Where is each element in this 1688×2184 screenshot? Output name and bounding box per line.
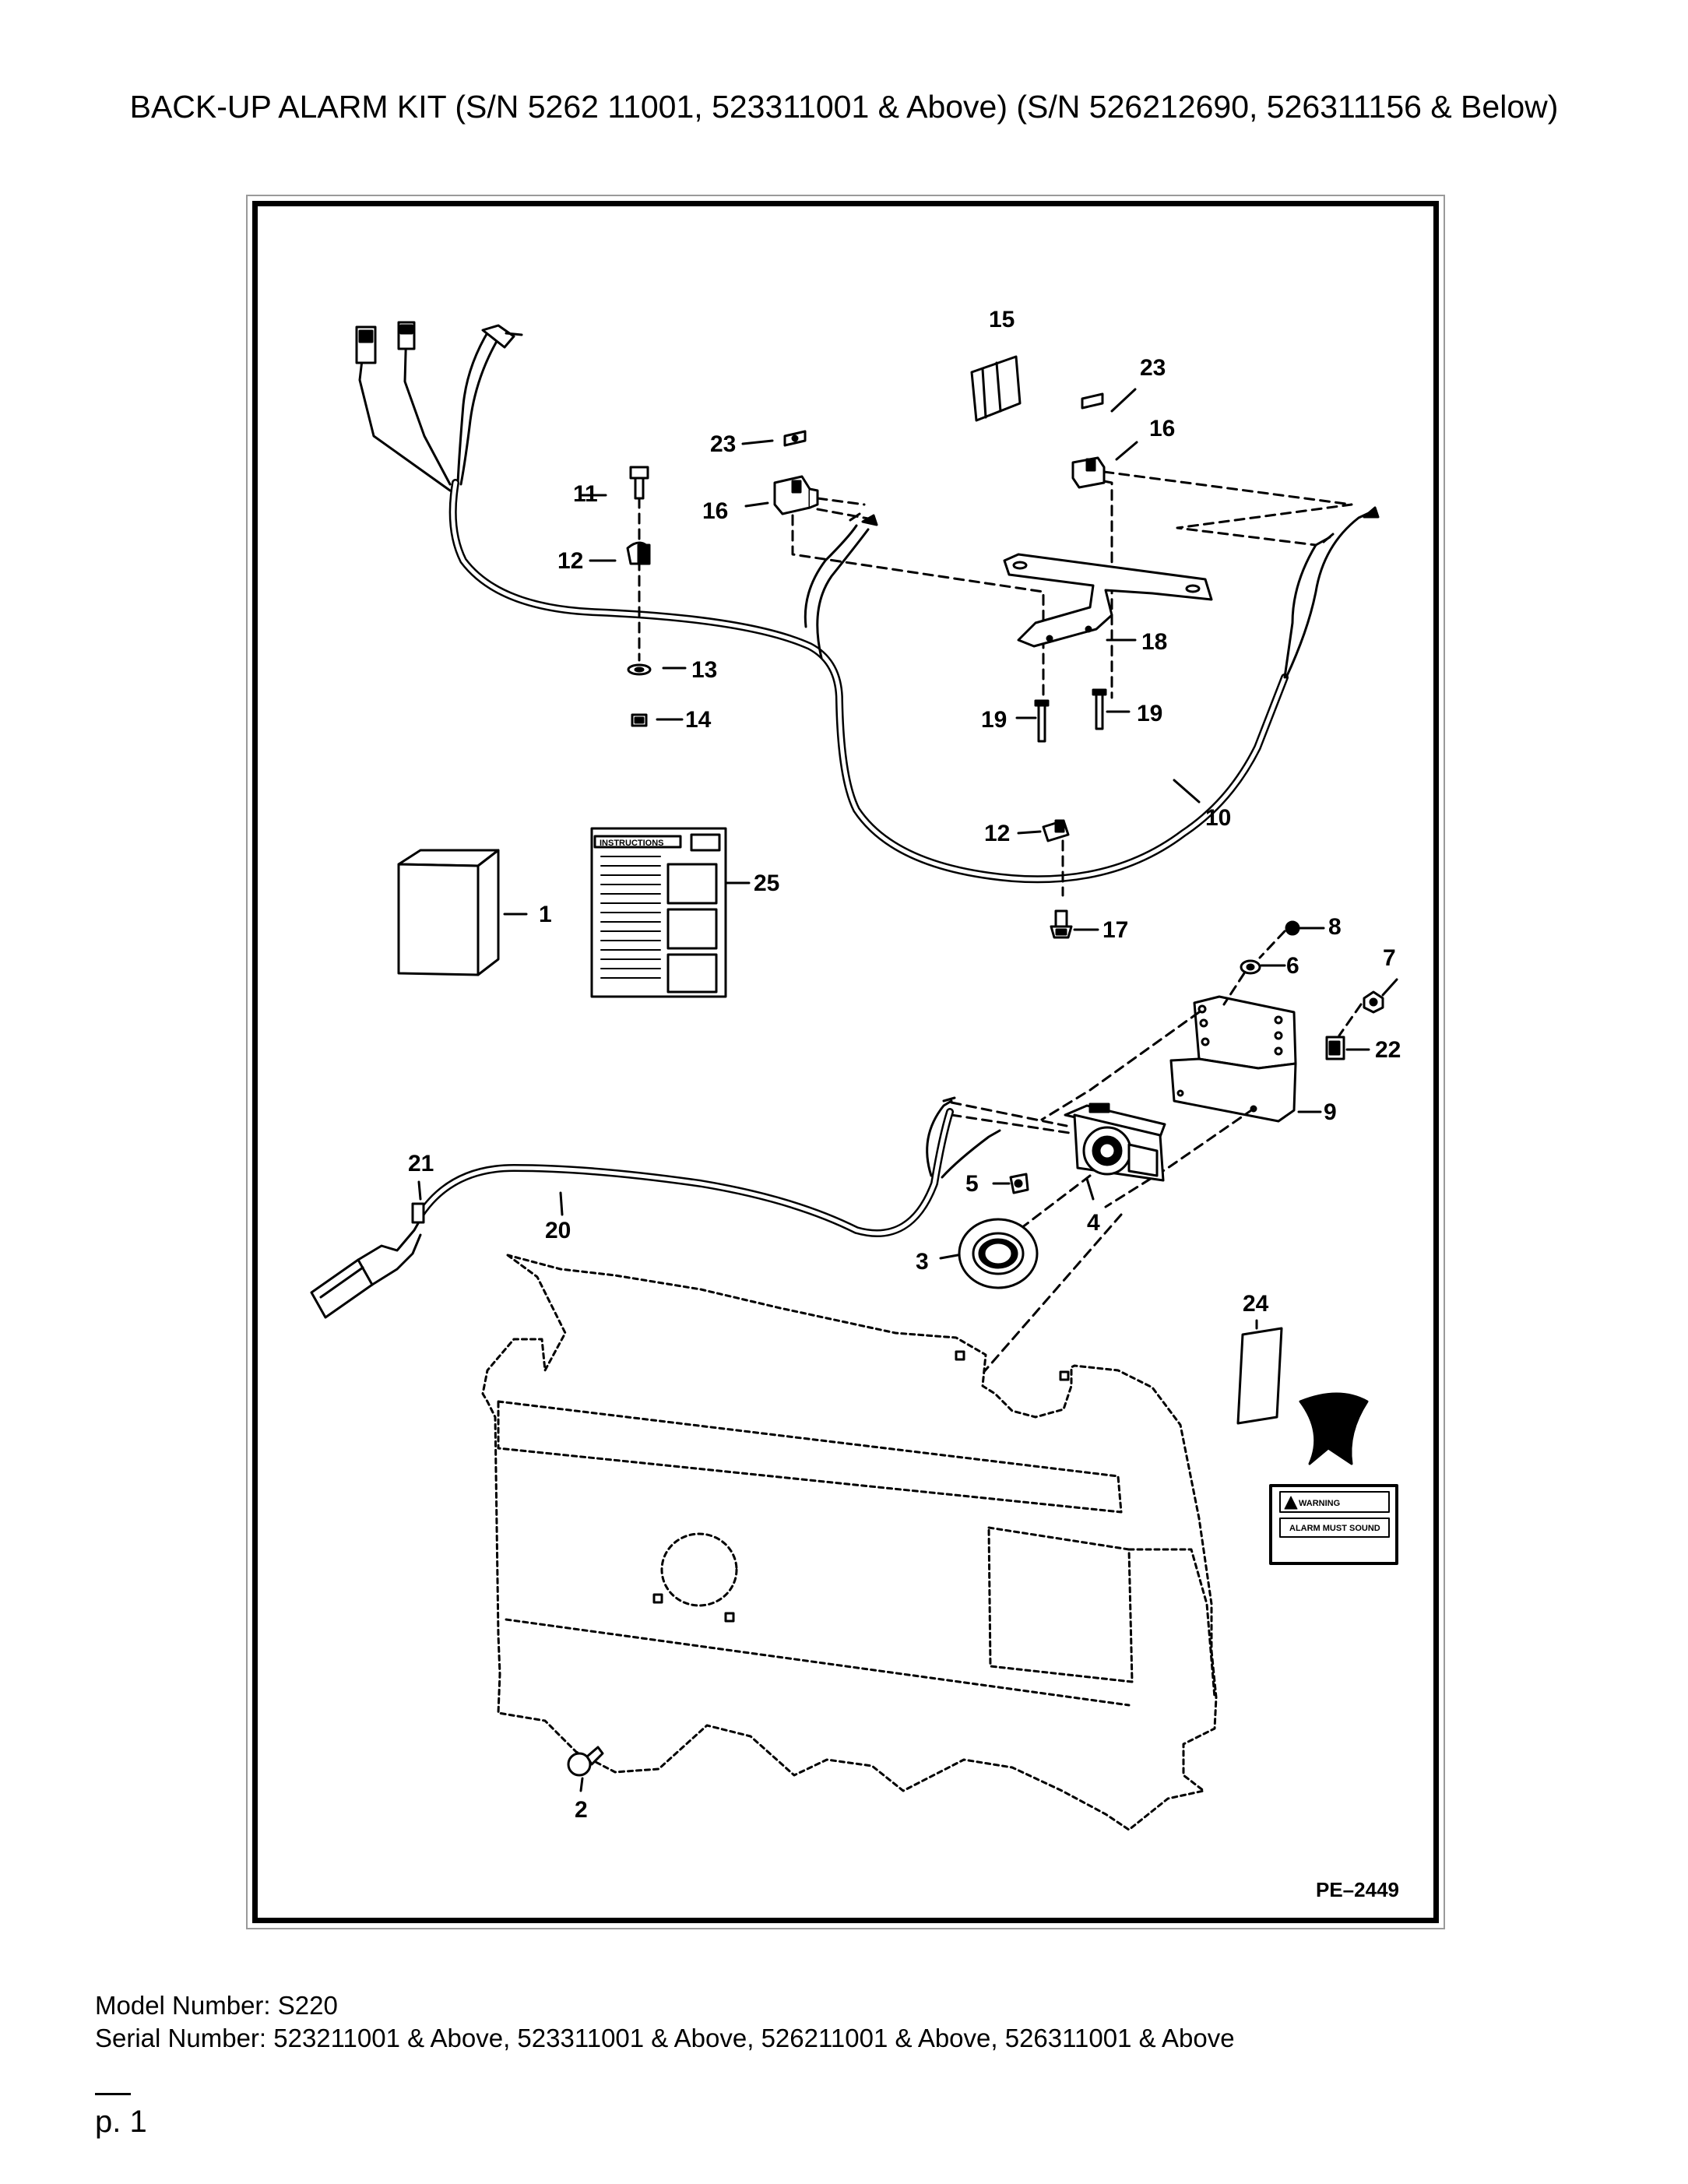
callout-7: 7 — [1383, 945, 1396, 971]
callout-17: 17 — [1102, 917, 1128, 943]
screw-5 — [1009, 1173, 1029, 1194]
page-title: BACK-UP ALARM KIT (S/N 5262 11001, 52331… — [129, 89, 1559, 125]
page-rule — [95, 2093, 131, 2095]
callout-25: 25 — [754, 870, 779, 896]
callout-15: 15 — [989, 307, 1015, 332]
callout-10: 10 — [1205, 805, 1231, 831]
bolt-11 — [629, 466, 649, 500]
callout-12-upper: 12 — [557, 548, 583, 574]
model-number: Model Number: S220 — [95, 1991, 338, 2020]
callout-23-right: 23 — [1140, 355, 1166, 381]
pad-23-left — [783, 430, 807, 447]
serial-number: Serial Number: 523211001 & Above, 523311… — [95, 2024, 1235, 2052]
instruction-sheet-25 — [590, 827, 727, 998]
callout-16-left: 16 — [702, 498, 728, 524]
clip-12-lower — [1042, 819, 1070, 842]
warning-decal — [1269, 1484, 1398, 1565]
callout-6: 6 — [1286, 953, 1299, 979]
callout-13: 13 — [691, 657, 717, 683]
callout-18: 18 — [1141, 629, 1167, 655]
pad-23-right — [1081, 392, 1104, 410]
alarm-bracket-9 — [1169, 995, 1297, 1123]
nut-7 — [1363, 990, 1384, 1014]
clip-12-upper — [626, 541, 651, 565]
alarm-harness-20 — [310, 1096, 1001, 1319]
page-number: p. 1 — [95, 2105, 147, 2139]
callout-24: 24 — [1243, 1291, 1269, 1317]
clip-22 — [1325, 1036, 1345, 1060]
decal-24 — [1236, 1327, 1283, 1425]
callout-14: 14 — [685, 707, 712, 733]
callout-22: 22 — [1375, 1037, 1401, 1063]
callout-21: 21 — [408, 1151, 434, 1176]
callout-9: 9 — [1324, 1099, 1337, 1125]
callout-19-right: 19 — [1137, 701, 1162, 726]
mounting-plate-18 — [1003, 553, 1213, 648]
machine-rear-panel — [481, 1254, 1218, 1831]
callout-23-left: 23 — [710, 431, 736, 457]
relay-16-left — [773, 475, 819, 515]
instructions-label: INSTRUCTIONS — [600, 839, 664, 848]
callout-5: 5 — [965, 1171, 979, 1197]
figure-outer-frame — [246, 195, 1445, 1929]
backup-alarm-4 — [1064, 1103, 1166, 1182]
figure-reference-code: PE–2449 — [1316, 1878, 1399, 1901]
plug-2 — [567, 1746, 604, 1777]
arrow-to-decal — [1299, 1392, 1369, 1465]
nut-8 — [1285, 920, 1300, 936]
callout-3: 3 — [916, 1249, 929, 1275]
callout-16-right: 16 — [1149, 416, 1175, 441]
callout-2: 2 — [575, 1797, 588, 1823]
callout-12-lower: 12 — [984, 821, 1010, 846]
leader-lines — [417, 388, 1398, 1792]
callout-1: 1 — [539, 902, 552, 927]
washer-13 — [627, 663, 652, 676]
decal-body-text: ALARM MUST SOUND — [1289, 1524, 1380, 1533]
relay-16-right — [1071, 456, 1106, 489]
bolt-17 — [1050, 909, 1073, 939]
grommet-3 — [958, 1218, 1039, 1289]
washer-6 — [1240, 959, 1261, 975]
screw-19-right — [1092, 688, 1107, 730]
package-box-1 — [397, 849, 500, 976]
callout-11: 11 — [573, 481, 598, 507]
decal-warning-text: WARNING — [1299, 1499, 1340, 1508]
callout-20: 20 — [545, 1218, 571, 1243]
wiring-harness-10 — [355, 321, 1380, 884]
callout-19-left: 19 — [981, 707, 1007, 733]
callout-8: 8 — [1328, 914, 1342, 940]
callout-4: 4 — [1087, 1210, 1100, 1236]
bracket-15 — [970, 355, 1022, 422]
figure-border — [252, 201, 1439, 1923]
screw-19-left — [1034, 699, 1050, 743]
nut-14 — [631, 713, 648, 727]
